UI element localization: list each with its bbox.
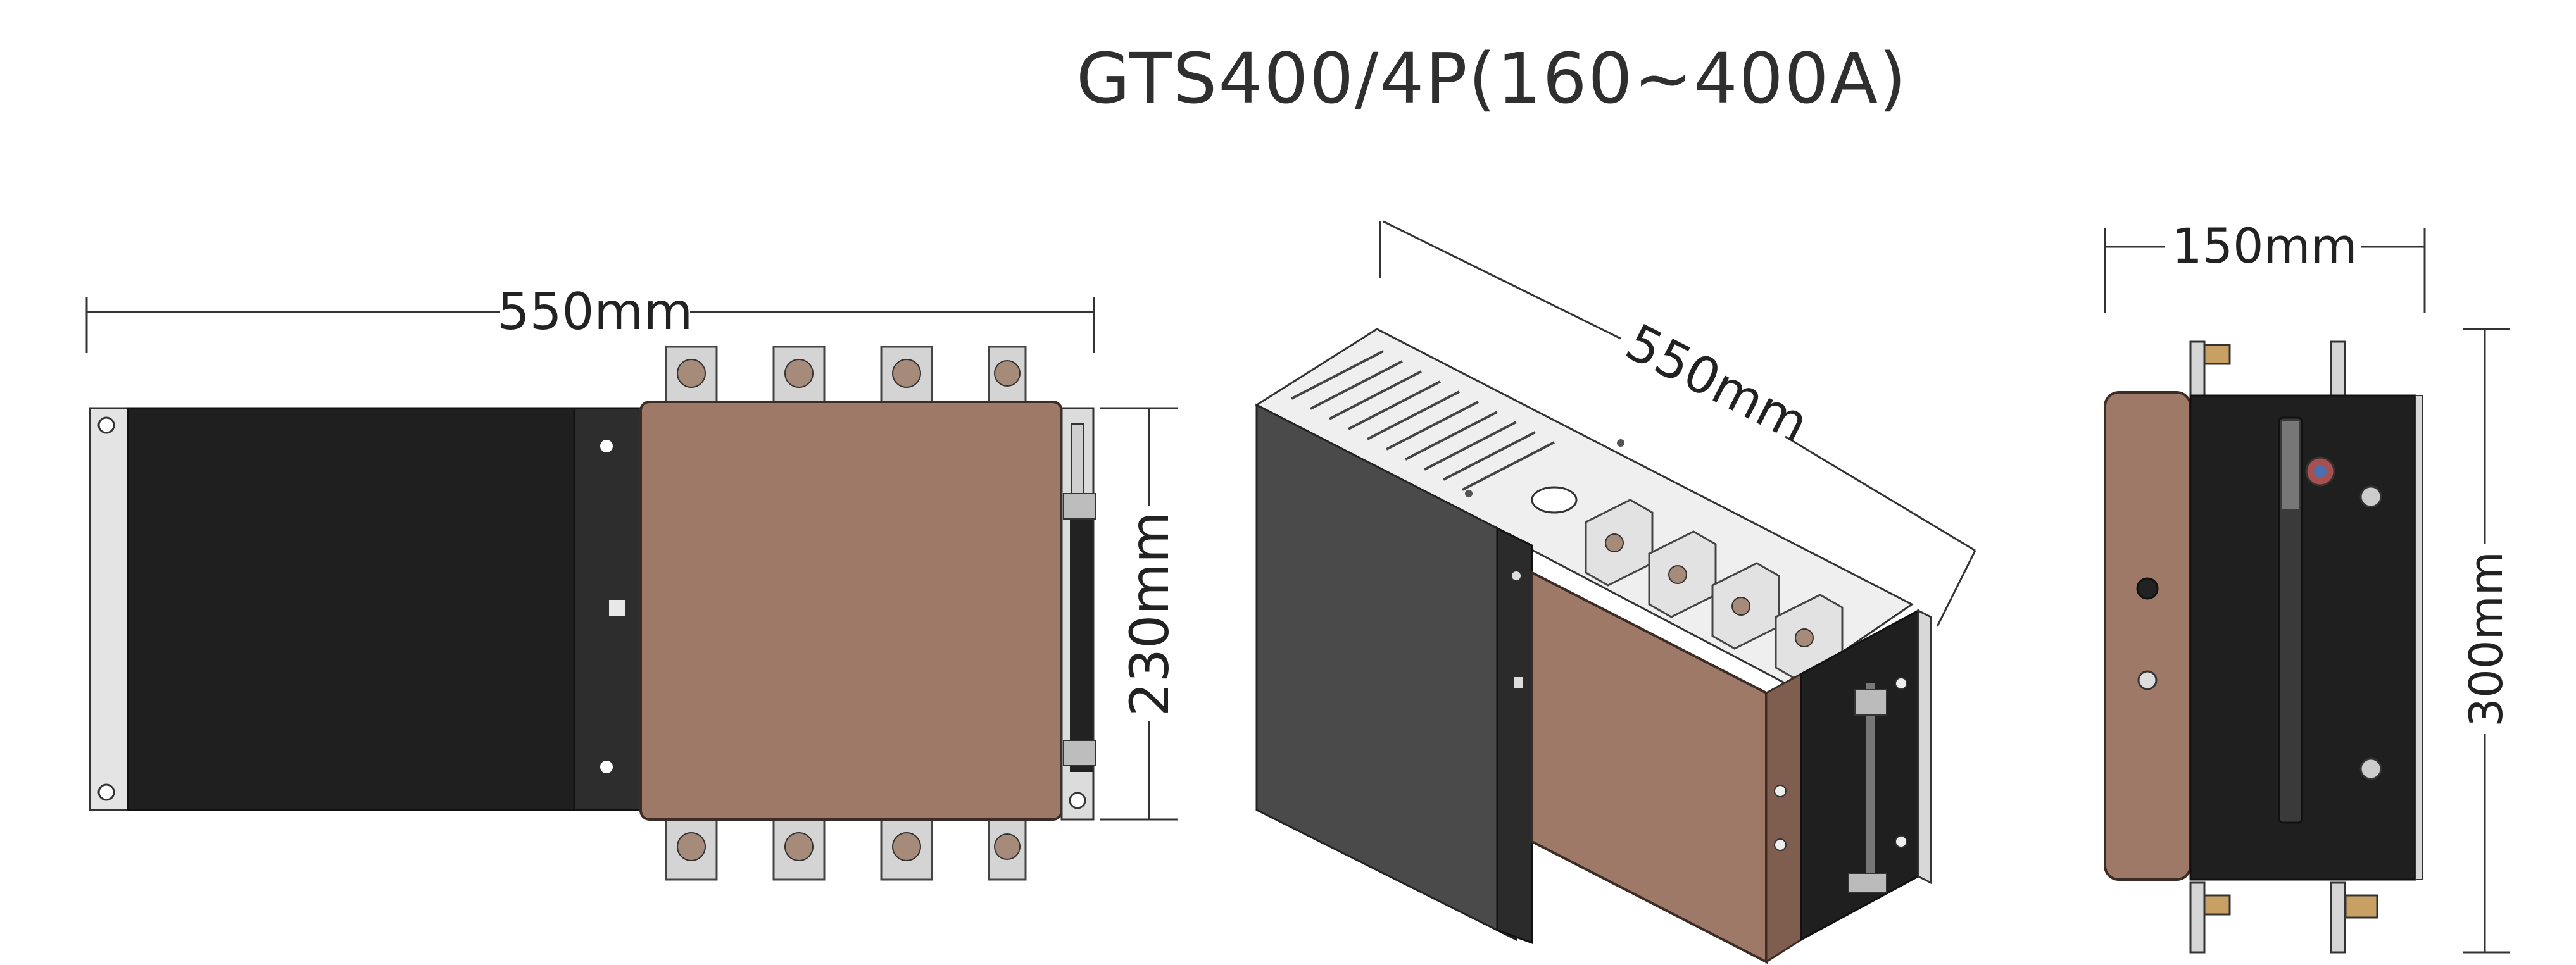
side-view: 150mm — [2104, 218, 2513, 954]
side-bottom-bolts — [2189, 881, 2378, 954]
iso-length-label: 550mm — [1617, 313, 1818, 454]
side-height-label: 300mm — [2460, 551, 2513, 727]
left-mounting-plate — [89, 407, 129, 811]
front-bottom-terminals — [665, 815, 1027, 881]
side-brown-panel — [2104, 391, 2192, 881]
side-width-label: 150mm — [2171, 218, 2357, 274]
front-height-label: 230mm — [1119, 511, 1181, 716]
isometric-view: 550mm — [1255, 220, 1976, 964]
iso-left-face — [1255, 403, 1517, 942]
side-width-dimension: 150mm — [2104, 218, 2426, 313]
front-width-dimension: 550mm — [85, 282, 1095, 353]
side-height-dimension: 300mm — [2460, 328, 2513, 954]
front-view: 550mm — [85, 282, 1181, 881]
side-top-bolts — [2189, 340, 2346, 400]
front-width-label: 550mm — [498, 282, 693, 341]
front-height-dimension: 230mm — [1100, 407, 1181, 821]
front-black-body — [127, 407, 575, 811]
front-dark-band — [573, 407, 642, 811]
front-brown-panel — [639, 401, 1063, 821]
side-handle — [2278, 416, 2303, 824]
product-title: GTS400/4P(160~400A) — [1076, 38, 1907, 119]
iso-vent-grille — [1291, 350, 1555, 491]
